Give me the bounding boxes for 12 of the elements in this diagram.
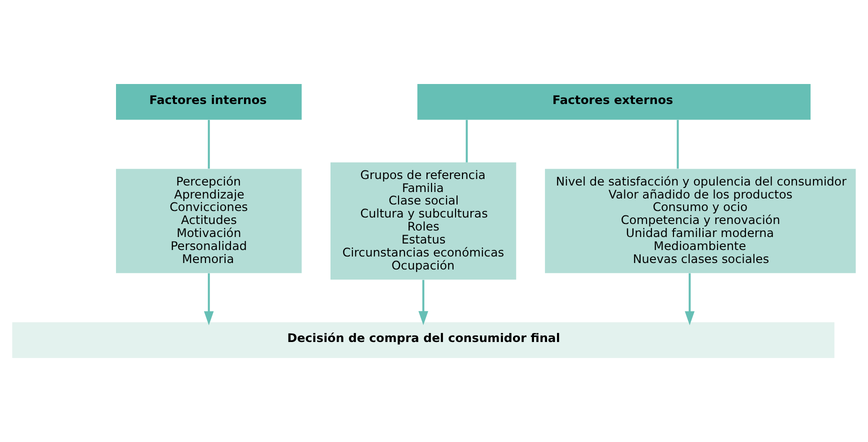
connector — [208, 120, 210, 169]
node-box: Grupos de referencia Familia Clase social Cultura y subculturas Roles Estatus Circunstancias económicas Ocupación — [330, 162, 516, 280]
connector — [676, 120, 679, 169]
connector — [466, 120, 468, 162]
node-box: Nivel de satisfacción y opulencia del consumidor Valor añadido de los productos Consumo y ocio Competencia y renovación Unidad familiar moderna Medioambiente Nuevas clases sociales — [544, 168, 856, 274]
node-box: Percepción Aprendizaje Convicciones Actitudes Motivación Personalidad Memoria — [116, 168, 302, 274]
node-box: Factores externos — [417, 84, 811, 120]
node-box: Decisión de compra del consumidor final — [12, 322, 834, 358]
node-box: Factores internos — [116, 84, 302, 120]
arrow — [204, 273, 214, 326]
arrow — [684, 273, 695, 326]
arrow — [418, 280, 428, 326]
